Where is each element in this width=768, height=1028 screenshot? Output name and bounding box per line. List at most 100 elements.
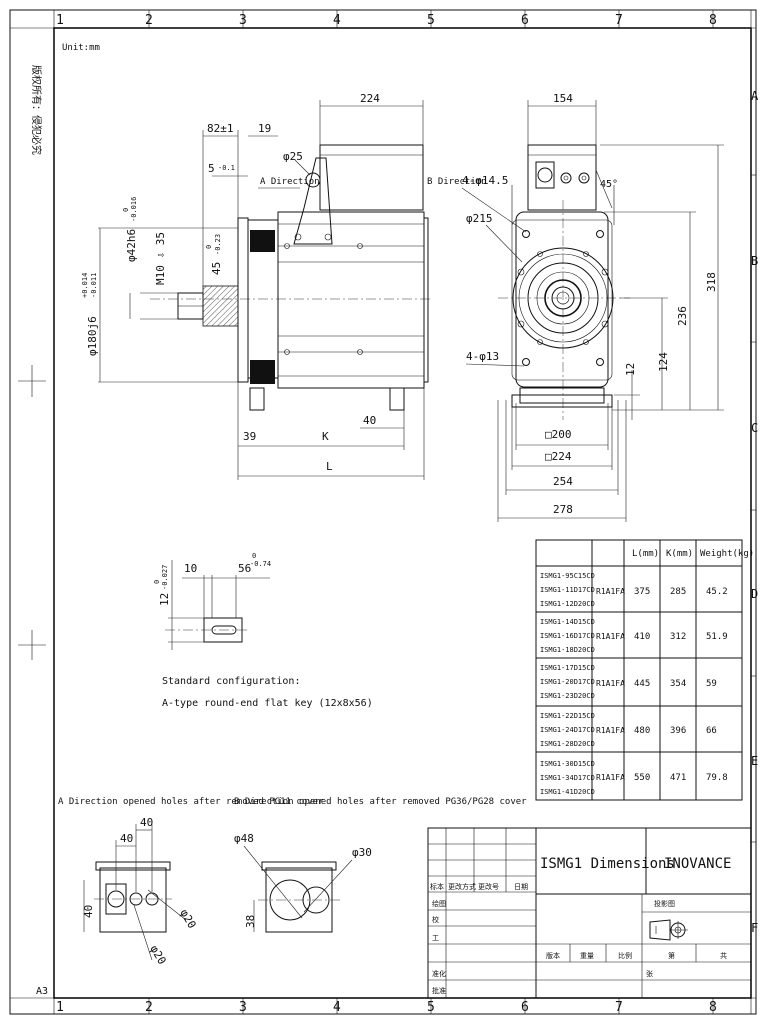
table-header: Weight(kg) xyxy=(700,549,754,559)
table-code: R1A1FA xyxy=(596,587,625,596)
rev-header: 更改号 xyxy=(478,882,499,891)
col-label: 1 xyxy=(56,1000,64,1015)
dim-318: 318 xyxy=(705,272,718,292)
side-view-dims: 224 82±1 19 5 -0.1 φ25 A Direction φ42h6… xyxy=(81,92,425,480)
dim-shaft-tol: -0.016 xyxy=(130,197,138,222)
dim-224-front: □224 xyxy=(545,450,572,463)
dim-12: 12 xyxy=(624,363,637,376)
dim-5-tol: -0.1 xyxy=(218,164,235,172)
detail-b xyxy=(258,861,340,933)
row-label: F xyxy=(751,921,758,935)
table-model: ISMG1-11D17CD xyxy=(540,586,595,594)
col-label: 2 xyxy=(145,1000,153,1015)
dim-key-10: 10 xyxy=(184,562,197,575)
table-model: ISMG1-20D17CD xyxy=(540,678,595,686)
dim-d25: φ25 xyxy=(283,150,303,163)
tb-label: 批准 xyxy=(432,986,446,995)
table-weight: 45.2 xyxy=(706,587,728,597)
table-model: ISMG1-95C15CD xyxy=(540,572,595,580)
tb-label: 校 xyxy=(432,915,439,924)
dim-key-56-tol0: 0 xyxy=(252,552,256,560)
rev-header: 日期 xyxy=(514,883,528,891)
table-model: ISMG1-14D15CD xyxy=(540,618,595,626)
unit-label: Unit:mm xyxy=(62,43,100,53)
col-label: 6 xyxy=(521,13,529,28)
dim-m10: M10 ⇩ 35 xyxy=(154,232,167,285)
detail-b-dims: B Direction opened holes after removed P… xyxy=(234,797,527,932)
detail-b-caption: B Direction opened holes after removed P… xyxy=(234,797,527,807)
dim-a-40b: 40 xyxy=(140,816,153,829)
dim-key-12-tol: -0.027 xyxy=(161,565,169,590)
rev-header: 更改方式 xyxy=(448,882,476,891)
row-label: B xyxy=(751,254,758,268)
table-model: ISMG1-30D15CD xyxy=(540,760,595,768)
table-model: ISMG1-34D17CD xyxy=(540,774,595,782)
tb-label: 准化 xyxy=(432,969,446,978)
col-label: 6 xyxy=(521,1000,529,1015)
dim-19: 19 xyxy=(258,122,271,135)
side-view xyxy=(150,144,432,411)
dim-224: 224 xyxy=(360,92,380,105)
dim-key-12: 12 xyxy=(158,593,171,606)
spec-table-text: L(mm) K(mm) Weight(kg) ISMG1-95C15CD ISM… xyxy=(540,549,754,796)
table-model: ISMG1-22D15CD xyxy=(540,712,595,720)
dim-45: 45 xyxy=(210,262,223,275)
col-label: 2 xyxy=(145,13,153,28)
dim-flange-tol-up: +0.014 xyxy=(81,273,89,298)
dim-45-tol0: 0 xyxy=(205,245,213,249)
table-code: R1A1FA xyxy=(596,773,625,782)
table-model: ISMG1-23D20CD xyxy=(540,692,595,700)
table-weight: 59 xyxy=(706,679,717,689)
dim-236: 236 xyxy=(676,306,689,326)
table-code: R1A1FA xyxy=(596,726,625,735)
col-label: 3 xyxy=(239,1000,247,1015)
dim-45deg: 45° xyxy=(600,179,618,190)
table-K: 471 xyxy=(670,773,686,783)
table-header: K(mm) xyxy=(666,549,693,559)
row-label: E xyxy=(751,754,758,768)
table-code: R1A1FA xyxy=(596,632,625,641)
column-labels-top: 1 2 3 4 5 6 7 8 xyxy=(56,13,717,28)
table-L: 445 xyxy=(634,679,650,689)
column-labels-bottom: 1 2 3 4 5 6 7 8 xyxy=(56,1000,717,1015)
detail-a-dims: A Direction opened holes after removed P… xyxy=(58,797,324,967)
table-header: L(mm) xyxy=(632,549,659,559)
dim-K: K xyxy=(322,430,329,443)
dim-holes2: 4-φ13 xyxy=(466,350,499,363)
key-note-1: Standard configuration: xyxy=(162,676,300,687)
table-L: 480 xyxy=(634,726,650,736)
spec-table xyxy=(535,539,743,801)
front-view-dims: 154 B Direction 4-φ14.5 45° φ215 318 236… xyxy=(427,92,724,522)
tb-label: 绘图 xyxy=(432,899,446,908)
sheet-count-label: 张 xyxy=(646,969,653,978)
col-label: 4 xyxy=(333,13,341,28)
table-L: 410 xyxy=(634,632,650,642)
table-model: ISMG1-41D20CD xyxy=(540,788,595,796)
dim-b-d30: φ30 xyxy=(352,846,372,859)
table-L: 550 xyxy=(634,773,650,783)
col-label: 5 xyxy=(427,13,435,28)
dim-key-12-tol0: 0 xyxy=(153,580,161,584)
front-view xyxy=(498,144,630,420)
table-L: 375 xyxy=(634,587,650,597)
row-labels: A B C D E F xyxy=(751,89,759,935)
dim-shaft-tol0: 0 xyxy=(122,208,130,212)
detail-a xyxy=(94,861,172,933)
dim-82: 82±1 xyxy=(207,122,234,135)
title-block-text: ISMG1 Dimensions INOVANCE 标本 更改方式 更改号 日期… xyxy=(430,856,731,995)
table-weight: 51.9 xyxy=(706,632,728,642)
dim-254: 254 xyxy=(553,475,573,488)
table-K: 354 xyxy=(670,679,686,689)
dim-a-40v: 40 xyxy=(82,905,95,918)
col-label: 7 xyxy=(615,13,623,28)
dim-a-40a: 40 xyxy=(120,832,133,845)
company-name: INOVANCE xyxy=(664,856,731,872)
table-model: ISMG1-12D20CD xyxy=(540,600,595,608)
table-K: 285 xyxy=(670,587,686,597)
col-label: 8 xyxy=(709,13,717,28)
dim-flange-tol-dn: -0.011 xyxy=(90,273,98,298)
dim-b-38: 38 xyxy=(244,915,257,928)
table-model: ISMG1-16D17CD xyxy=(540,632,595,640)
dim-39: 39 xyxy=(243,430,256,443)
